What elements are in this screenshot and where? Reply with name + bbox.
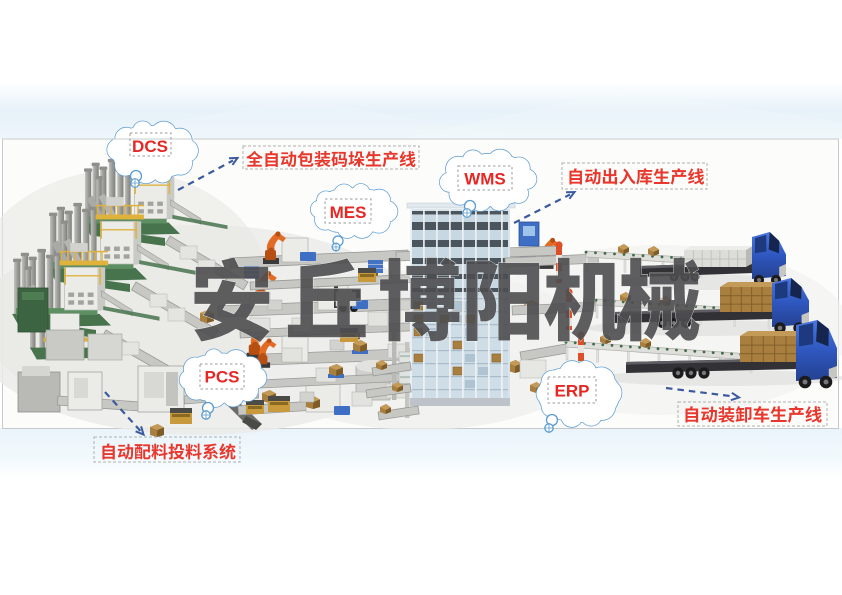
svg-text:WMS: WMS — [464, 170, 506, 189]
svg-text:PCS: PCS — [205, 368, 240, 387]
svg-text:ERP: ERP — [555, 382, 590, 401]
svg-text:DCS: DCS — [132, 137, 168, 156]
svg-text:MES: MES — [330, 203, 367, 222]
